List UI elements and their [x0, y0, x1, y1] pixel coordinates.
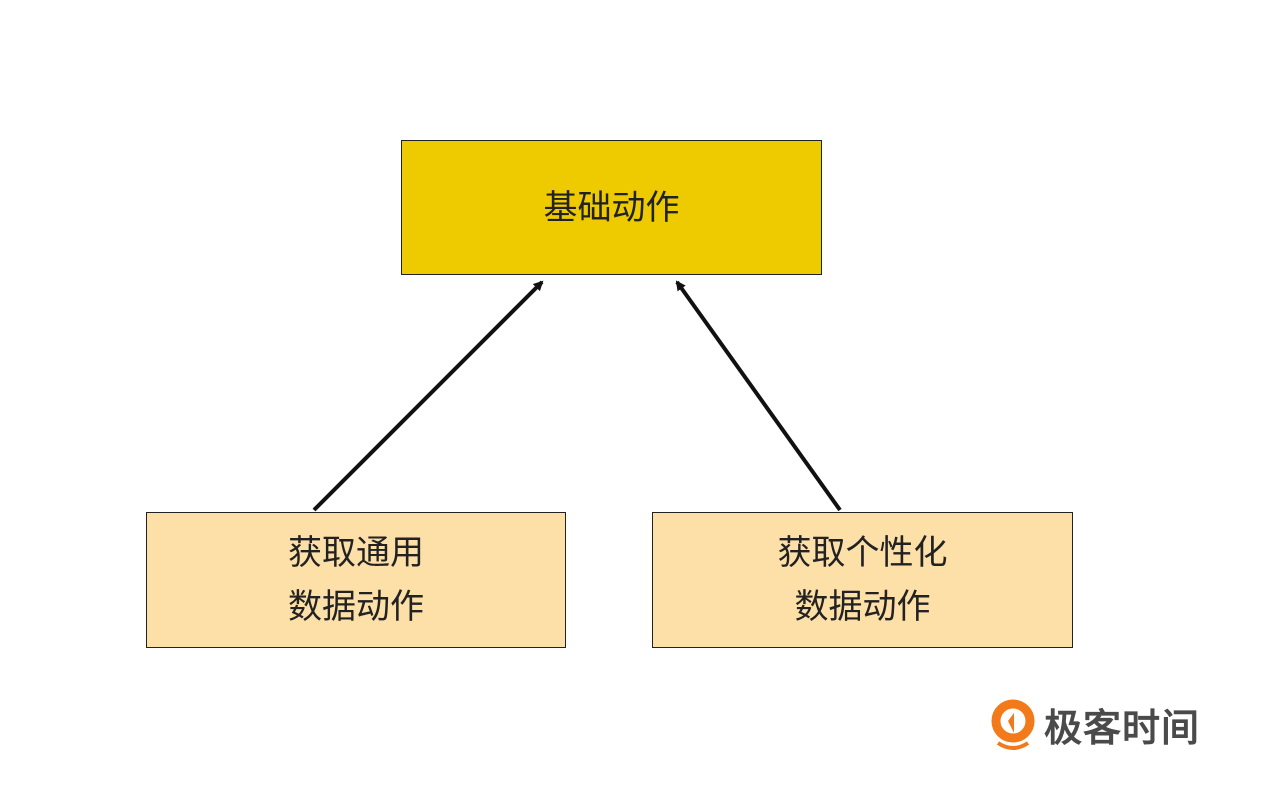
node-label-line2: 数据动作: [288, 587, 424, 627]
logo-text: 极客时间: [1044, 706, 1201, 750]
node-label-line1: 获取个性化: [777, 533, 948, 573]
arrow-left-to-top: [312, 280, 544, 512]
node-label: 基础动作: [543, 187, 680, 228]
geektime-logo: 极客时间: [990, 697, 1200, 752]
arrow-right-to-top: [675, 280, 842, 512]
node-label-line1: 获取通用: [288, 533, 424, 573]
node-get-common-data-action: 获取通用 数据动作: [146, 512, 566, 648]
geektime-logo-icon: [991, 699, 1035, 750]
node-basic-action: 基础动作: [401, 140, 822, 275]
node-label-line2: 数据动作: [794, 587, 931, 627]
node-get-personalized-data-action: 获取个性化 数据动作: [652, 512, 1073, 648]
